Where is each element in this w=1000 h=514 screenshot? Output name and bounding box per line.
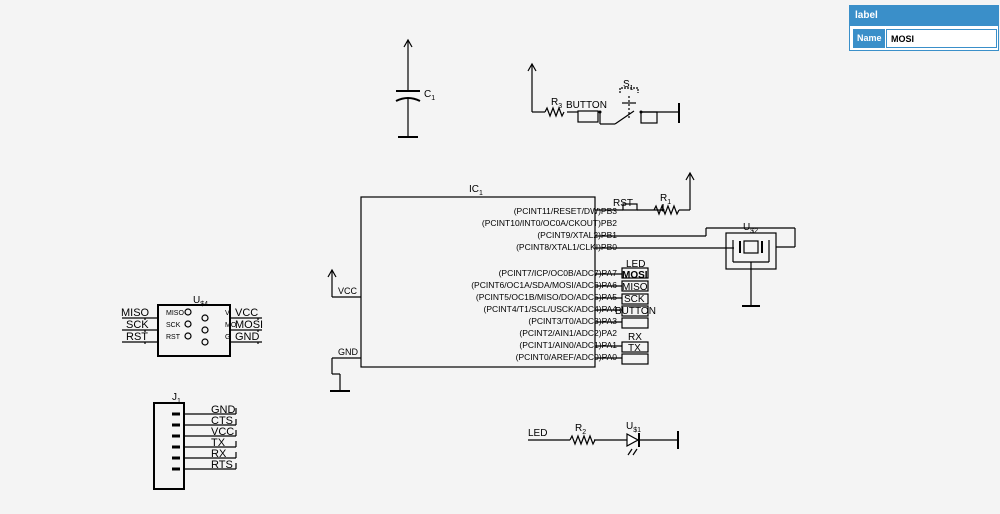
net-rst: RST <box>613 198 633 209</box>
ic1-pin-label: (PCINT10/INT0/OC0A/CKOUT)PB2 <box>482 218 617 228</box>
resistor-r1 <box>653 204 680 216</box>
ic1-pin-label: (PCINT0/AREF/ADC0)PA0 <box>516 352 618 362</box>
u4-net-gnd: GND <box>235 331 260 343</box>
j1-ref: J1 <box>172 392 181 405</box>
ic1-pin-label: (PCINT8/XTAL1/CLKI)PB0 <box>516 242 617 252</box>
j1-pin[interactable] <box>172 423 180 427</box>
ic1-ref: IC1 <box>469 184 483 197</box>
ic1-vcc-label: VCC <box>338 286 358 296</box>
net-mosi: MOSI <box>622 270 648 281</box>
u1-ref: U$1 <box>626 421 641 434</box>
button-label: BUTTON <box>566 100 607 111</box>
u4-net-rst: RST <box>126 331 148 343</box>
resonator-u2[interactable]: U$2 <box>725 222 777 307</box>
ic1-gnd-label: GND <box>338 347 359 357</box>
j1-pin[interactable] <box>172 412 180 416</box>
u4-net-sck: SCK <box>126 319 149 331</box>
r2-ref: R2 <box>575 423 586 436</box>
ic1-right-nets[interactable]: R1 RST LED MOSI MISO SCK BUTTON RX TX <box>595 171 796 365</box>
button-circuit[interactable]: R3 BUTTON S1 <box>527 62 680 125</box>
ic1-pin-label: (PCINT4/T1/SCL/USCK/ADC4)PA4 <box>483 304 617 314</box>
j1-net-label: VCC <box>211 426 234 438</box>
j1-net-label: RX <box>211 448 227 460</box>
u4-inner-sck: SCK <box>166 322 181 329</box>
u4-net-vcc: VCC <box>235 307 258 319</box>
ic1-pin-label: (PCINT1/AIN0/ADC1)PA1 <box>519 340 617 350</box>
net-tx: TX <box>628 343 641 354</box>
ic1-vcc-net[interactable] <box>327 268 361 298</box>
j1-net-label: RTS <box>211 459 233 471</box>
j1-net-label: CTS <box>211 415 233 427</box>
s1-ref: S1 <box>623 79 634 92</box>
u4-inner-rst: RST <box>166 334 181 341</box>
r1-ref: R1 <box>660 193 671 206</box>
net-miso: MISO <box>622 282 648 293</box>
label-panel: label Name <box>849 5 999 51</box>
r3-ref: R3 <box>551 97 562 110</box>
name-input[interactable] <box>886 29 997 48</box>
u4-ref: U$4 <box>193 295 208 308</box>
u4-inner-g: G <box>225 334 230 341</box>
net-rx: RX <box>628 332 642 343</box>
capacitor-c1[interactable]: C1 <box>395 38 435 138</box>
name-row: Name <box>853 29 997 48</box>
led-circuit[interactable]: LED R2 U$1 <box>528 421 679 456</box>
ic1-pin-label: (PCINT3/T0/ADC3)PA3 <box>528 316 617 326</box>
j1-net-label: TX <box>211 437 226 449</box>
led-net-label: LED <box>528 428 547 439</box>
resistor-r3 <box>544 106 565 118</box>
net-led: LED <box>626 259 645 270</box>
j1-pin[interactable] <box>172 445 180 449</box>
j1-pin[interactable] <box>172 456 180 460</box>
u4-net-miso: MISO <box>121 307 150 319</box>
name-field-label: Name <box>853 29 885 48</box>
resistor-r2 <box>569 434 596 446</box>
ic1-chip[interactable]: IC1 VCC GND (PCINT11/RESET/DW)PB3 (PCINT1… <box>338 184 618 368</box>
ic1-pin-label: (PCINT9/XTAL2)PB1 <box>537 230 617 240</box>
u4-net-mosi: MOSI <box>235 319 263 331</box>
u4-inner-miso: MISO <box>166 310 184 317</box>
ic1-pin-label: (PCINT6/OC1A/SDA/MOSI/ADC6)PA6 <box>471 280 617 290</box>
net-sck: SCK <box>624 294 645 305</box>
ic1-pin-label: (PCINT7/ICP/OC0B/ADC7)PA7 <box>499 268 618 278</box>
j1-pin[interactable] <box>172 467 180 471</box>
ic1-pin-label: (PCINT2/AIN1/ADC2)PA2 <box>519 328 617 338</box>
ic1-pin-label: (PCINT11/RESET/DW)PB3 <box>514 206 618 216</box>
net-button: BUTTON <box>615 306 656 317</box>
j1-pin[interactable] <box>172 434 180 438</box>
c1-ref: C1 <box>424 89 435 102</box>
u4-inner-v: V <box>225 310 230 317</box>
u2-ref: U$2 <box>743 222 758 235</box>
ic1-pin-label: (PCINT5/OC1B/MISO/DO/ADC5)PA5 <box>476 292 617 302</box>
panel-header: label <box>850 6 998 26</box>
ic1-gnd-net[interactable] <box>330 357 361 392</box>
isp-header-u4[interactable]: U$4 MISO SCK RST V MO G MISO SCK RST VCC… <box>121 295 263 357</box>
u4-inner-mo: MO <box>225 322 237 329</box>
j1-net-label: GND <box>211 404 236 416</box>
